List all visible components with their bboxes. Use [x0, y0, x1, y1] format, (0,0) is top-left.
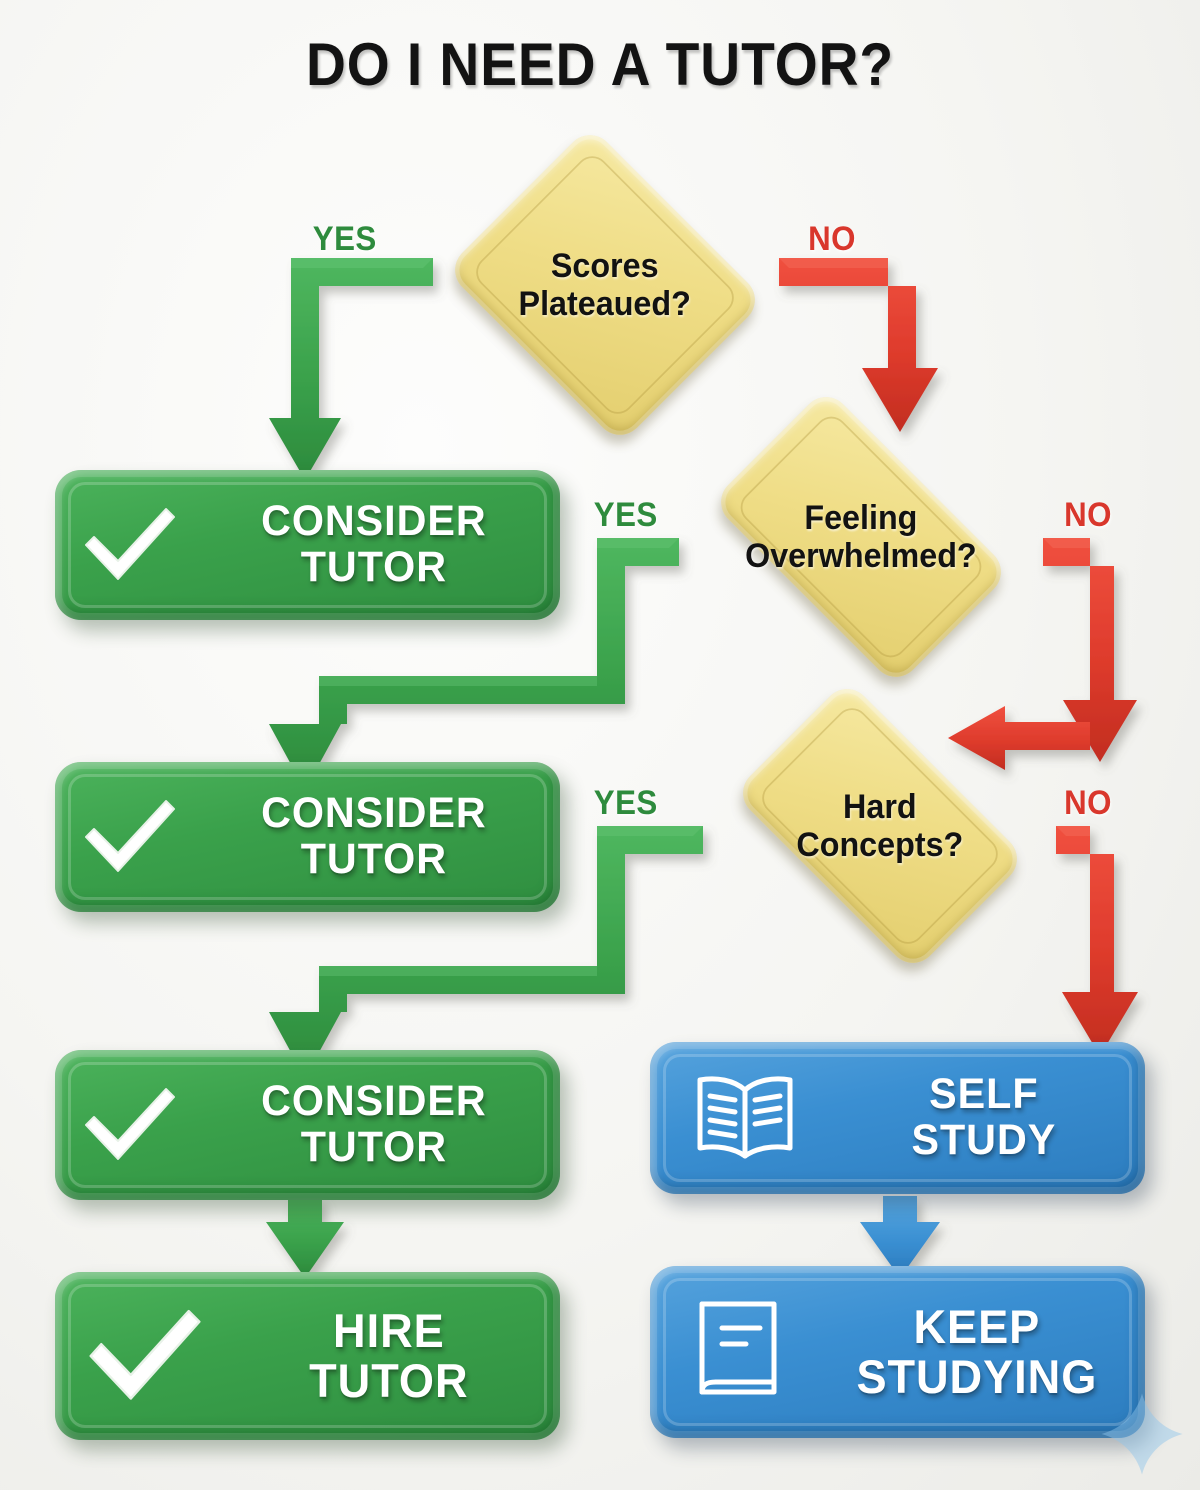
edge-hard-no	[1056, 826, 1138, 1056]
box-face	[650, 1266, 1145, 1438]
edge-consider3-to-hire	[266, 1198, 344, 1278]
edge-label-no-2: NO	[1064, 496, 1112, 534]
edge-scores-no	[779, 258, 938, 432]
outcome-hire-tutor[interactable]: HIRE TUTOR	[55, 1272, 560, 1440]
check-icon	[55, 1304, 235, 1408]
outcome-consider-tutor-1[interactable]: CONSIDER TUTOR	[55, 470, 560, 620]
edge-label-yes-1: YES	[312, 220, 377, 258]
outcome-label: SELF STUDY	[911, 1070, 1057, 1164]
check-icon	[55, 501, 205, 589]
edge-scores-yes	[269, 258, 433, 480]
check-icon	[55, 793, 205, 881]
decision-label: Feeling Overwhelmed?	[745, 498, 977, 575]
decision-label: Hard Concepts?	[796, 787, 964, 864]
decision-scores-plateaued[interactable]: Scores Plateaued?	[430, 125, 780, 445]
edge-label-yes-2: YES	[593, 496, 658, 534]
outcome-label: CONSIDER TUTOR	[261, 497, 487, 591]
outcome-self-study[interactable]: SELF STUDY	[650, 1042, 1145, 1194]
edge-label-no-3: NO	[1064, 784, 1112, 822]
outcome-label: HIRE TUTOR	[309, 1304, 469, 1407]
open-book-icon	[650, 1070, 840, 1166]
outcome-keep-studying[interactable]: KEEP STUDYING	[650, 1266, 1145, 1438]
watermark-logo	[1101, 1393, 1183, 1475]
outcome-label: CONSIDER TUTOR	[261, 1077, 487, 1171]
closed-book-icon	[650, 1296, 826, 1408]
decision-feeling-overwhelmed[interactable]: Feeling Overwhelmed?	[676, 387, 1046, 687]
check-icon	[55, 1081, 205, 1169]
edge-label-no-1: NO	[808, 220, 856, 258]
box-face	[55, 1272, 560, 1440]
page-title: DO I NEED A TUTOR?	[306, 31, 894, 98]
outcome-consider-tutor-3[interactable]: CONSIDER TUTOR	[55, 1050, 560, 1200]
decision-hard-concepts[interactable]: Hard Concepts?	[700, 679, 1060, 973]
decision-label: Scores Plateaued?	[518, 246, 692, 323]
outcome-consider-tutor-2[interactable]: CONSIDER TUTOR	[55, 762, 560, 912]
edge-label-yes-3: YES	[593, 784, 658, 822]
box-face	[650, 1042, 1145, 1194]
outcome-label: KEEP STUDYING	[856, 1300, 1098, 1403]
outcome-label: CONSIDER TUTOR	[261, 789, 487, 883]
